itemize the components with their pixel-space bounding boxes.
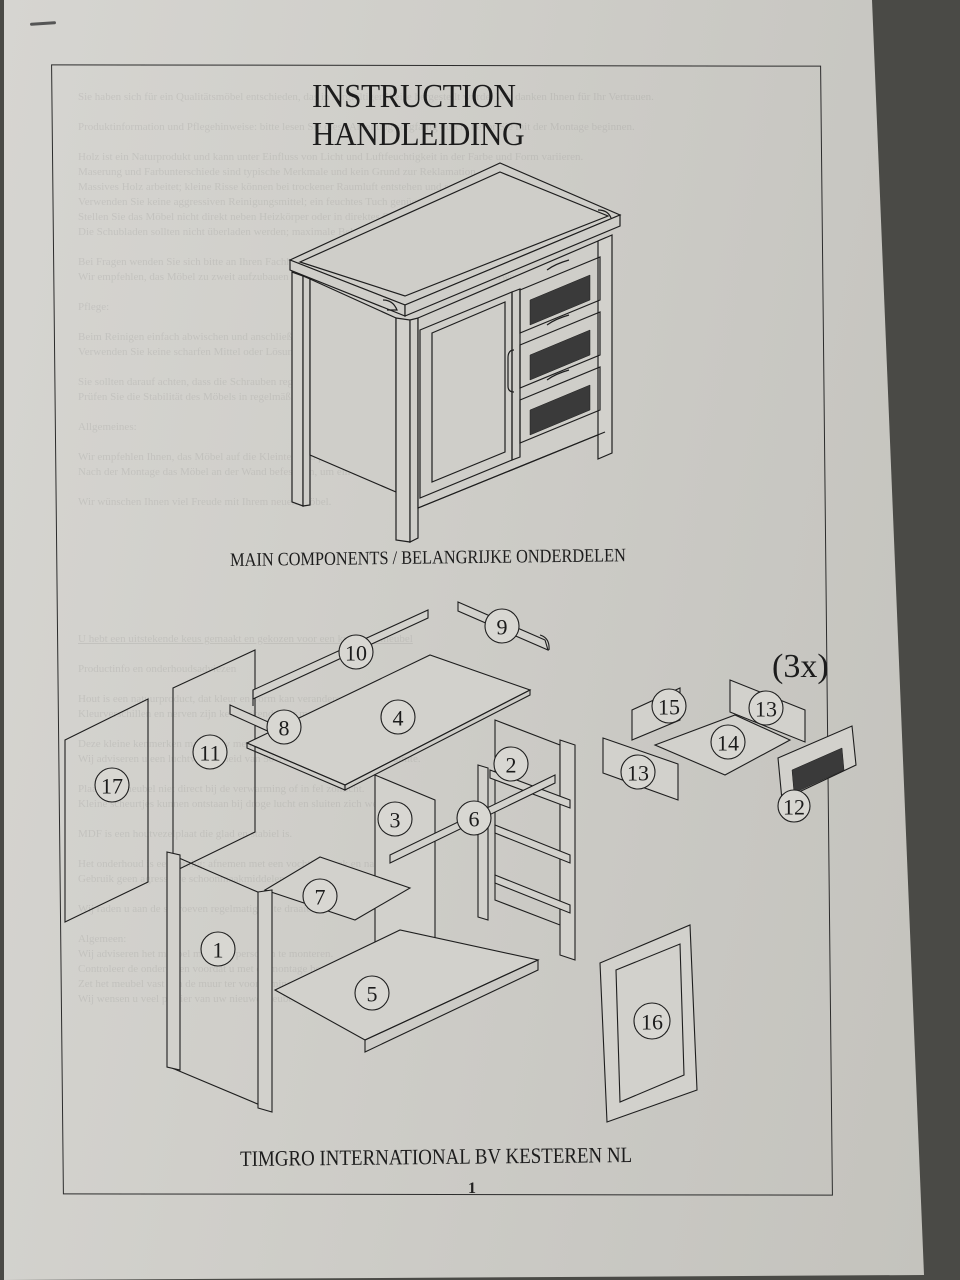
part-1-left-side — [166, 851, 273, 1113]
part-6-cross-rails — [389, 769, 571, 914]
callout-13-right: 13 — [755, 697, 777, 722]
callout-16: 16 — [641, 1010, 663, 1035]
door-handle — [507, 349, 515, 393]
callout-14: 14 — [717, 731, 739, 756]
callout-5: 5 — [367, 982, 378, 1007]
callout-10: 10 — [345, 641, 367, 666]
callout-3: 3 — [390, 808, 401, 833]
changing-top — [288, 162, 622, 317]
callout-9: 9 — [497, 615, 508, 640]
callout-7: 7 — [315, 885, 326, 910]
title-line-1: INSTRUCTION — [312, 78, 516, 115]
part-callouts — [94, 608, 811, 1040]
part-12-drawer-front — [777, 725, 857, 801]
callout-12: 12 — [783, 795, 805, 820]
part-callout-numbers: 17 11 10 9 8 4 3 6 2 7 1 5 16 15 13 14 1… — [101, 615, 805, 1035]
callout-1: 1 — [213, 938, 224, 963]
callout-13-left: 13 — [627, 761, 649, 786]
callout-15: 15 — [658, 695, 680, 720]
callout-2: 2 — [506, 753, 517, 778]
part-17-back-panel — [64, 698, 149, 923]
title-line-2: HANDLEIDING — [312, 116, 525, 153]
callout-17: 17 — [101, 774, 123, 799]
callout-11: 11 — [199, 741, 220, 766]
drawer-2 — [519, 311, 601, 389]
drawer-3 — [519, 366, 601, 444]
part-11-back-panel — [172, 649, 256, 873]
page-number: 1 — [468, 1180, 476, 1197]
callout-4: 4 — [393, 706, 404, 731]
drawer-quantity-label: (3x) — [772, 648, 829, 685]
drawer-1 — [519, 256, 601, 334]
callout-6: 6 — [469, 807, 480, 832]
callout-8: 8 — [279, 716, 290, 741]
manufacturer-footer: TIMGRO INTERNATIONAL BV KESTEREN NL — [240, 1142, 633, 1171]
part-5-bottom-panel — [273, 929, 540, 1053]
page-title: INSTRUCTION HANDLEIDING — [312, 78, 525, 154]
cabinet-body — [291, 234, 613, 543]
